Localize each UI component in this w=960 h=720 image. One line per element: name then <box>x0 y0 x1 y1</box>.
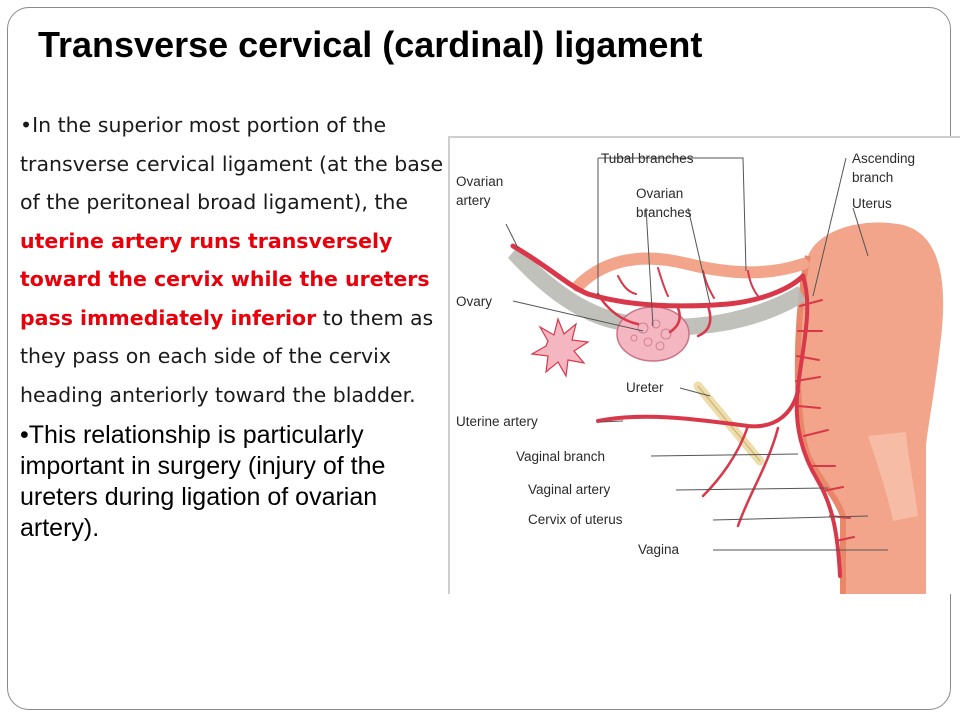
label-ascending-branch-1: Ascending <box>852 151 915 166</box>
label-tubal-branches: Tubal branches <box>601 151 694 166</box>
cervix-shape <box>868 432 918 521</box>
label-ascending-branch-2: branch <box>852 170 893 185</box>
anatomy-diagram: Tubal branches Ascending branch Uterus O… <box>448 136 960 594</box>
artery-network <box>510 243 855 578</box>
leader-lines <box>505 157 888 551</box>
bullet-1-text-a: In the superior most portion of the tran… <box>20 113 444 214</box>
bullet-2-marker: • <box>20 421 29 449</box>
label-ovarian-branches-2: branches <box>636 205 692 220</box>
bullet-list: •In the superior most portion of the tra… <box>20 106 450 544</box>
label-vaginal-artery: Vaginal artery <box>528 482 611 497</box>
label-uterus: Uterus <box>852 196 892 211</box>
label-vagina: Vagina <box>638 542 680 557</box>
label-cervix-of-uterus: Cervix of uterus <box>528 512 623 527</box>
bullet-1-marker: • <box>20 113 33 137</box>
bullet-2-text: This relationship is particularly import… <box>20 421 386 542</box>
fallopian-tube <box>572 252 809 292</box>
label-vaginal-branch: Vaginal branch <box>516 449 605 464</box>
uterine-artery-illustration: Tubal branches Ascending branch Uterus O… <box>448 136 960 594</box>
label-ovarian-artery-1: Ovarian <box>456 174 503 189</box>
fimbriae <box>530 317 590 378</box>
bullet-2: •This relationship is particularly impor… <box>20 420 450 544</box>
bullet-1-text-b: to them as they pass on each side of the… <box>20 305 434 407</box>
label-ovarian-artery-2: artery <box>456 193 491 208</box>
label-ovarian-branches-1: Ovarian <box>636 186 683 201</box>
slide-title: Transverse cervical (cardinal) ligament <box>38 24 703 65</box>
bullet-1: •In the superior most portion of the tra… <box>20 106 450 414</box>
ovary-texture <box>630 319 672 351</box>
label-ovary: Ovary <box>456 294 492 309</box>
bullet-1-highlight: uterine artery runs transversely toward … <box>20 228 430 330</box>
label-uterine-artery: Uterine artery <box>456 414 538 429</box>
label-ureter: Ureter <box>626 380 664 395</box>
ovary-shape <box>616 306 690 362</box>
ligament-band <box>508 246 806 336</box>
